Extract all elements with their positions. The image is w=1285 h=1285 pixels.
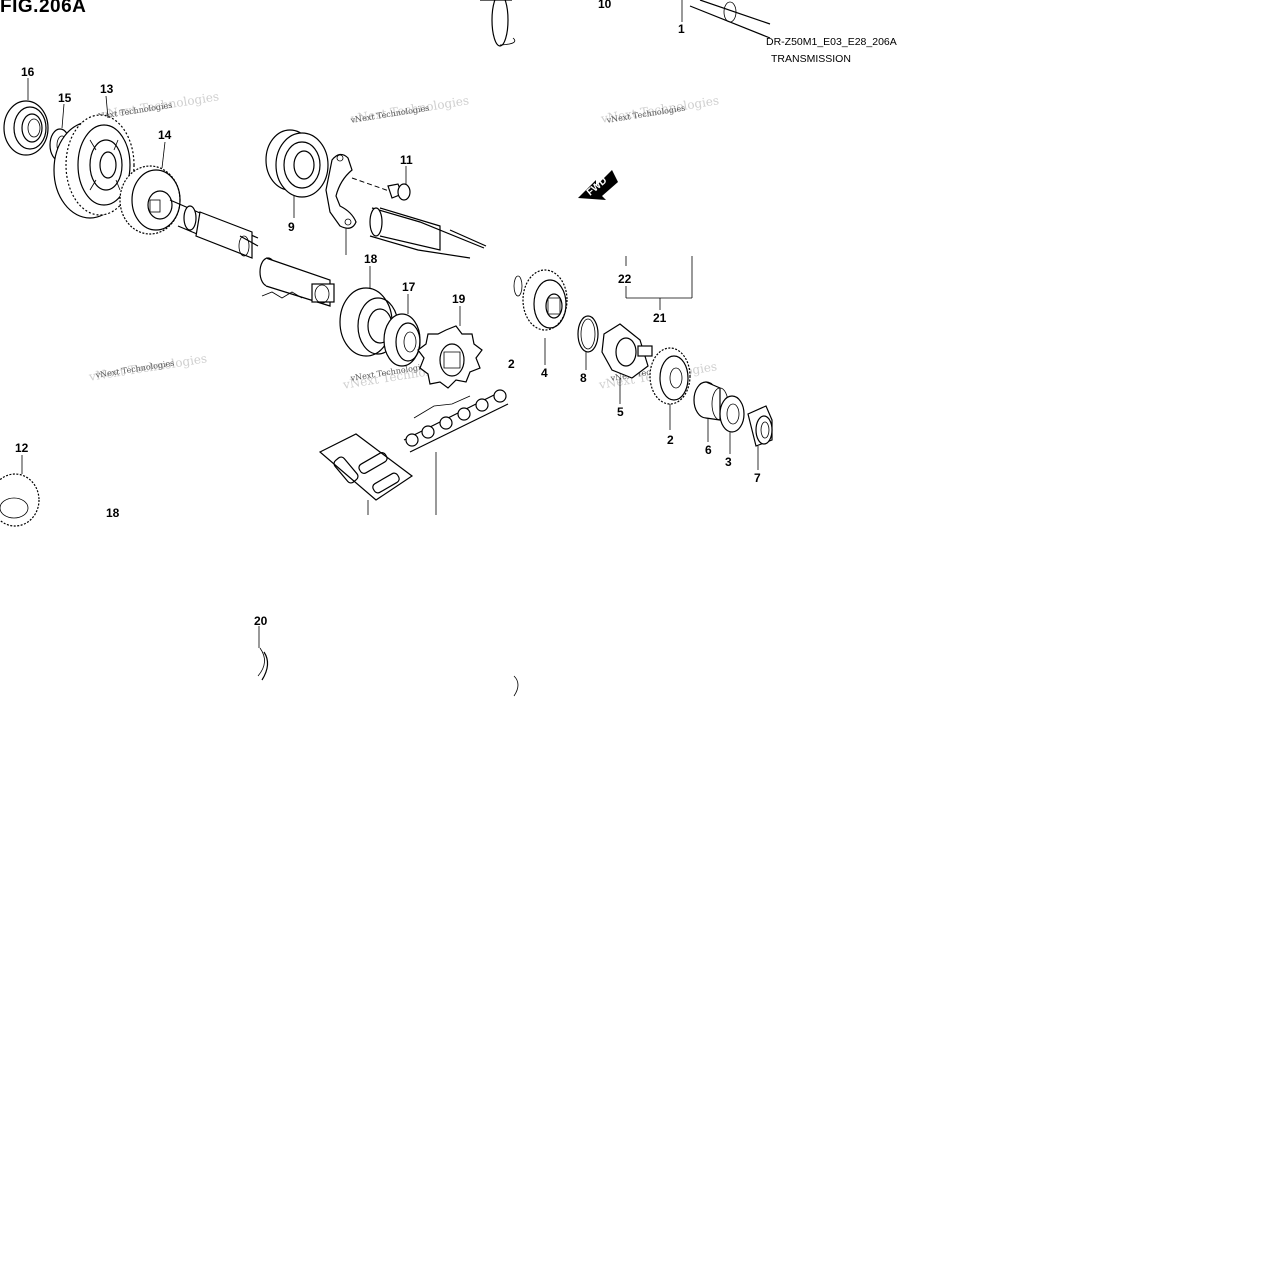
callout-fragment: 2 <box>508 357 515 371</box>
callout-21: 21 <box>653 311 667 325</box>
callout-18: 18 <box>106 506 120 520</box>
bearing-16 <box>3 100 49 156</box>
needle-bearing-7 <box>747 405 773 447</box>
callout-18: 18 <box>364 252 378 266</box>
gear-12 <box>0 473 40 527</box>
drive-chain <box>403 389 509 453</box>
callout-5: 5 <box>617 405 624 419</box>
callout-15: 15 <box>58 91 72 105</box>
part-fragment <box>513 675 519 697</box>
counter-shaft <box>169 199 259 259</box>
shaft-1 <box>681 0 771 39</box>
retainer-plate <box>325 153 357 229</box>
oil-seal-17 <box>383 313 421 367</box>
callout-13: 13 <box>100 82 114 96</box>
callout-10: 10 <box>598 0 612 11</box>
bracket-21-22 <box>625 256 693 310</box>
fwd-arrow-icon: FWD <box>578 170 618 200</box>
gear-4 <box>513 269 568 331</box>
callout-2: 2 <box>667 433 674 447</box>
callout-20: 20 <box>254 614 268 628</box>
washer-3 <box>719 395 745 433</box>
callout-19: 19 <box>452 292 466 306</box>
callout-7: 7 <box>754 471 761 485</box>
circlip-8 <box>577 315 599 353</box>
chain-joint-20 <box>318 433 414 501</box>
gear-2 <box>649 347 691 405</box>
shaft-top <box>480 0 516 47</box>
diagram-code: DR-Z50M1_E03_E28_206A <box>766 36 897 48</box>
main-shaft <box>369 207 487 259</box>
callout-16: 16 <box>21 65 35 79</box>
sprocket-19 <box>417 325 483 389</box>
callout-6: 6 <box>705 443 712 457</box>
callout-14: 14 <box>158 128 172 142</box>
bearing-18 <box>339 287 399 357</box>
callout-11: 11 <box>400 153 413 167</box>
callout-17: 17 <box>402 280 416 294</box>
gear-13 <box>53 114 135 219</box>
bearing-9 <box>265 129 329 198</box>
part-20-lower <box>257 626 269 681</box>
hub-5 <box>601 323 653 379</box>
diagram-subtitle: TRANSMISSION <box>771 53 851 65</box>
callout-22: 22 <box>618 272 632 286</box>
figure-title: FIG.206A <box>0 0 87 17</box>
screw-11 <box>351 177 411 201</box>
callout-1: 1 <box>678 22 685 36</box>
output-shaft <box>259 257 335 307</box>
callout-8: 8 <box>580 371 587 385</box>
callout-3: 3 <box>725 455 732 469</box>
callout-12: 12 <box>15 441 29 455</box>
callout-4: 4 <box>541 366 548 380</box>
bushing-6 <box>693 381 729 421</box>
gear-14 <box>119 165 181 235</box>
callout-9: 9 <box>288 220 295 234</box>
